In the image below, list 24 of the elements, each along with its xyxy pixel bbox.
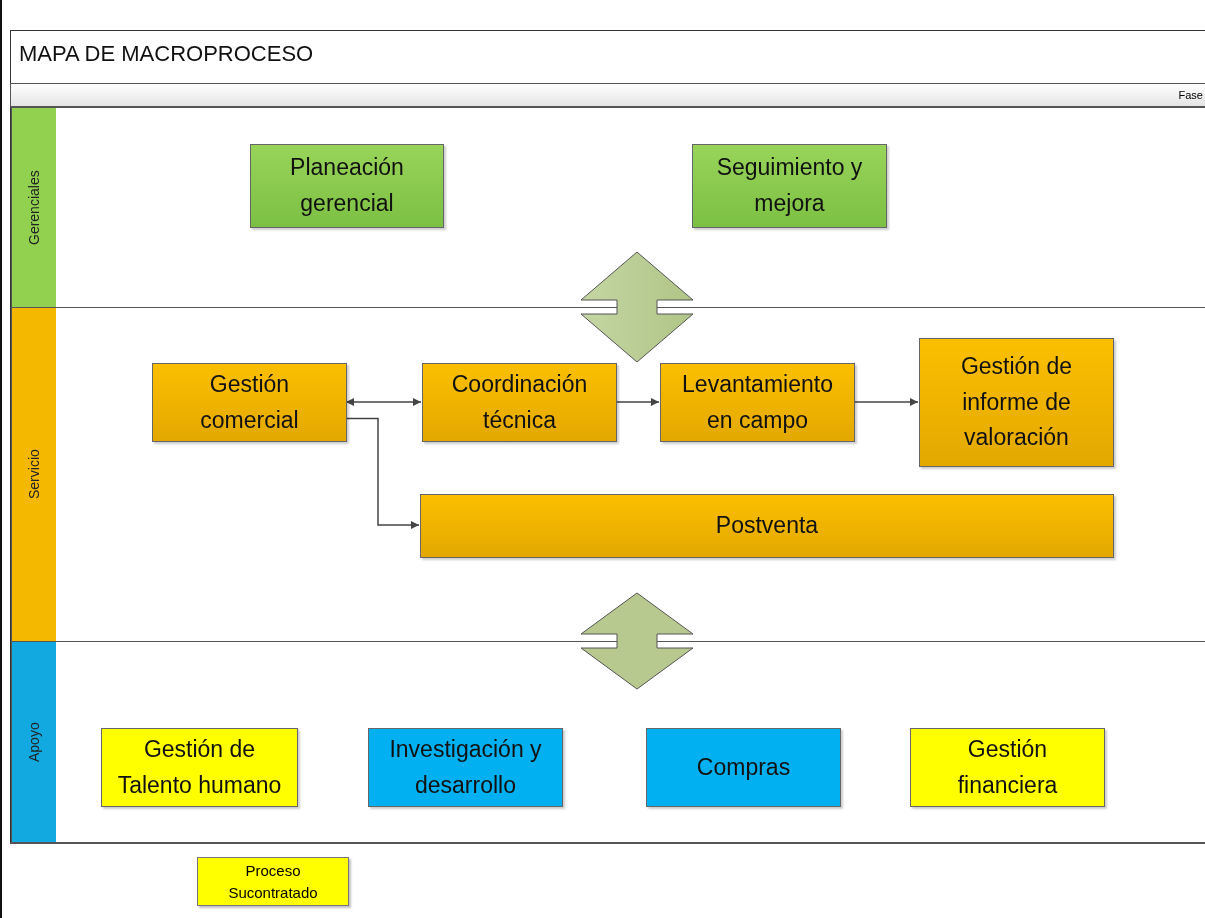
swimlane bbox=[10, 307, 1205, 641]
process-box: Gestión de informe de valoración bbox=[919, 338, 1114, 467]
legend-swatch: Proceso Sucontratado bbox=[197, 857, 349, 906]
process-box: Postventa bbox=[420, 494, 1114, 558]
lane-header: Servicio bbox=[11, 308, 56, 641]
process-box: Gestión de Talento humano bbox=[101, 728, 298, 807]
process-box: Coordinación técnica bbox=[422, 363, 617, 442]
arrow bbox=[615, 398, 660, 406]
swimlane bbox=[10, 107, 1205, 307]
double-arrow bbox=[580, 592, 694, 690]
lane-header: Gerenciales bbox=[11, 108, 56, 307]
process-box: Seguimiento y mejora bbox=[692, 144, 887, 228]
double-arrow bbox=[345, 398, 422, 406]
phase-label: Fase bbox=[1178, 89, 1203, 101]
process-box: Gestión financiera bbox=[910, 728, 1105, 807]
process-box: Levantamiento en campo bbox=[660, 363, 855, 442]
process-box: Investigación y desarrollo bbox=[368, 728, 563, 807]
arrow bbox=[853, 398, 919, 406]
process-box: Compras bbox=[646, 728, 841, 807]
process-box: Planeación gerencial bbox=[250, 144, 444, 228]
process-box: Gestión comercial bbox=[152, 363, 347, 442]
arrow bbox=[345, 417, 420, 529]
swimlane bbox=[10, 641, 1205, 842]
lane-header: Apoyo bbox=[11, 642, 56, 842]
